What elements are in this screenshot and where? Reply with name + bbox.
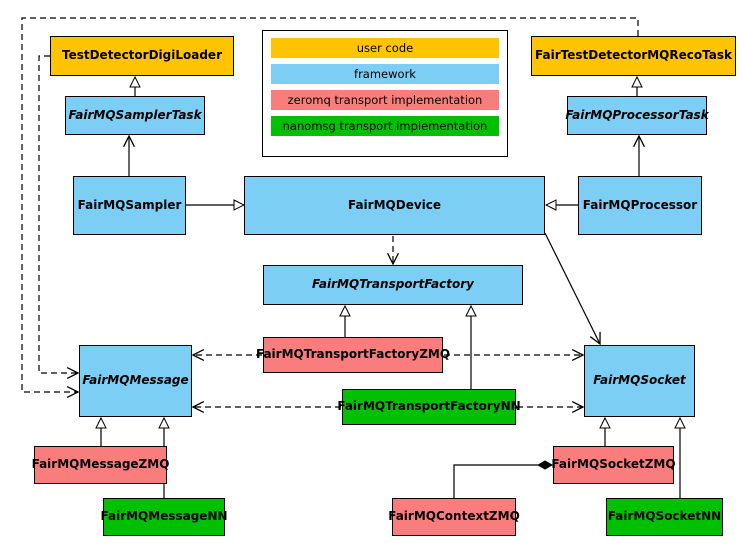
class-box-fairmqtransportfactory[interactable]: FairMQTransportFactory bbox=[263, 265, 523, 305]
class-label: FairMQSocketNN bbox=[607, 509, 722, 524]
class-label: FairTestDetectorMQRecoTask bbox=[535, 48, 732, 63]
class-box-fairtestdetectormqrecotask[interactable]: FairTestDetectorMQRecoTask bbox=[531, 36, 736, 76]
legend-item-user-code: user code bbox=[271, 38, 499, 58]
class-label: FairMQProcessorTask bbox=[565, 107, 709, 122]
class-label: FairMQMessageNN bbox=[100, 509, 228, 524]
legend-label-framework: framework bbox=[354, 67, 416, 81]
class-label: FairMQSocket bbox=[593, 373, 686, 388]
class-label: FairMQTransportFactoryNN bbox=[337, 399, 521, 414]
legend-label-nanomsg: nanomsg transport implementation bbox=[282, 119, 488, 133]
class-box-fairmqprocessor[interactable]: FairMQProcessor bbox=[578, 176, 702, 235]
class-box-fairmqtransportfactorynn[interactable]: FairMQTransportFactoryNN bbox=[337, 389, 521, 425]
class-box-fairmqsampler[interactable]: FairMQSampler bbox=[73, 176, 186, 235]
class-label: FairMQDevice bbox=[347, 197, 442, 212]
legend-label-user-code: user code bbox=[356, 41, 414, 55]
class-box-fairmqprocessortask[interactable]: FairMQProcessorTask bbox=[565, 96, 709, 135]
class-box-fairmqdevice[interactable]: FairMQDevice bbox=[244, 176, 545, 235]
class-label: FairMQSocketZMQ bbox=[551, 457, 676, 472]
class-box-testdetectordigiloader[interactable]: TestDetectorDigiLoader bbox=[50, 36, 234, 76]
class-box-fairmqmessage[interactable]: FairMQMessage bbox=[79, 345, 192, 417]
legend-item-nanomsg: nanomsg transport implementation bbox=[271, 116, 499, 136]
class-box-fairmqsocketzmq[interactable]: FairMQSocketZMQ bbox=[551, 446, 676, 484]
edge-device-socket bbox=[544, 232, 600, 344]
class-box-fairmqsocket[interactable]: FairMQSocket bbox=[584, 345, 695, 417]
class-box-fairmqmessagezmq[interactable]: FairMQMessageZMQ bbox=[31, 446, 170, 484]
class-label: FairMQSampler bbox=[77, 197, 182, 212]
legend-label-zeromq: zeromq transport implementation bbox=[287, 93, 483, 107]
class-box-fairmqcontextzmq[interactable]: FairMQContextZMQ bbox=[388, 498, 520, 536]
class-label: FairMQMessage bbox=[82, 373, 189, 388]
class-label: FairMQProcessor bbox=[582, 197, 698, 212]
class-label: FairMQTransportFactory bbox=[312, 277, 474, 292]
class-box-fairmqsamplertask[interactable]: FairMQSamplerTask bbox=[65, 96, 205, 135]
class-box-fairmqmessagenn[interactable]: FairMQMessageNN bbox=[100, 498, 228, 536]
class-box-fairmqsocketnn[interactable]: FairMQSocketNN bbox=[606, 498, 723, 536]
class-label: FairMQMessageZMQ bbox=[31, 457, 170, 472]
class-label: FairMQContextZMQ bbox=[388, 509, 520, 524]
legend-item-framework: framework bbox=[271, 64, 499, 84]
legend-item-zeromq: zeromq transport implementation bbox=[271, 90, 499, 110]
legend-box: user code framework zeromq transport imp… bbox=[262, 30, 508, 157]
class-box-fairmqtransportfactoryzmq[interactable]: FairMQTransportFactoryZMQ bbox=[256, 337, 450, 373]
class-label: TestDetectorDigiLoader bbox=[61, 48, 222, 63]
class-label: FairMQSamplerTask bbox=[68, 107, 202, 122]
class-label: FairMQTransportFactoryZMQ bbox=[255, 347, 451, 362]
